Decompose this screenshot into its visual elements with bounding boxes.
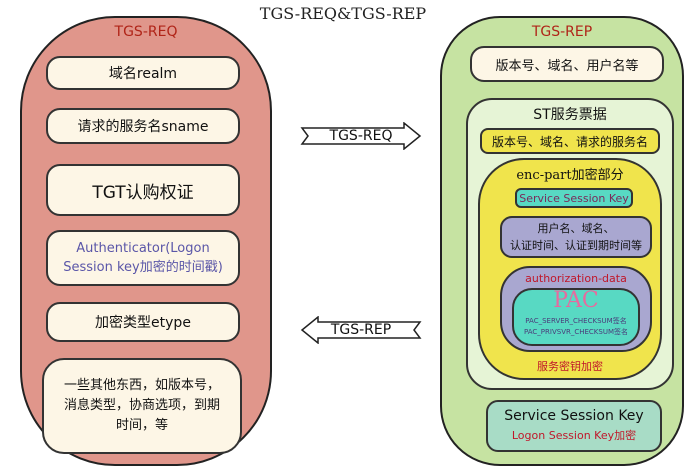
user-info-box: 用户名、域名、 认证时间、认证到期时间等: [500, 216, 652, 258]
realm-box: 域名realm: [46, 56, 240, 90]
etype-label: 加密类型etype: [95, 315, 191, 331]
left-arrow-icon: [300, 316, 422, 344]
right-arrow-icon: [300, 122, 422, 150]
version-realm-user-label: 版本号、域名、用户名等: [495, 58, 639, 74]
tgs-rep-arrow-label: TGS-REP: [330, 322, 392, 338]
st-plain-box: 版本号、域名、请求的服务名: [480, 128, 660, 154]
diagram-title: TGS-REQ&TGS-REP: [259, 4, 427, 23]
enc-part-footer: 服务密钥加密: [537, 360, 603, 373]
outer-service-session-key-subtitle: Logon Session Key加密: [511, 429, 637, 442]
pac-box: [512, 288, 640, 346]
etype-box: 加密类型etype: [46, 302, 240, 342]
pac-privsvr-checksum: PAC_PRIVSVR_CHECKSUM签名: [523, 328, 629, 336]
authenticator-line2: Session key加密的时间戳): [63, 260, 223, 275]
authorization-data-title: authorization-data: [525, 272, 627, 285]
service-session-key-box: Service Session Key: [515, 188, 633, 208]
tgt-label: TGT认购权证: [92, 182, 194, 203]
sname-label: 请求的服务名sname: [77, 119, 209, 135]
tgs-rep-header: TGS-REP: [531, 24, 593, 40]
tgt-box: TGT认购权证: [46, 164, 240, 216]
outer-service-session-key-title: Service Session Key: [504, 408, 644, 424]
service-session-key-label: Service Session Key: [519, 191, 629, 205]
authenticator-box: Authenticator(Logon Session key加密的时间戳): [46, 230, 240, 286]
version-realm-user-box: 版本号、域名、用户名等: [470, 46, 664, 82]
enc-part-title: enc-part加密部分: [516, 168, 624, 183]
tgs-req-arrow: TGS-REQ: [300, 122, 422, 150]
other-fields-box: 一些其他东西，如版本号， 消息类型，协商选项，到期 时间，等: [42, 358, 242, 454]
user-info-line2: 认证时间、认证到期时间等: [510, 239, 642, 252]
tgs-rep-arrow: TGS-REP: [300, 316, 422, 344]
tgs-req-header: TGS-REQ: [114, 24, 178, 40]
st-plain-label: 版本号、域名、请求的服务名: [491, 134, 648, 149]
pac-server-checksum: PAC_SERVER_CHECKSUM签名: [525, 317, 627, 325]
realm-label: 域名realm: [108, 66, 178, 82]
other-line3: 时间，等: [115, 418, 168, 433]
pac-title: PAC: [553, 288, 599, 313]
st-ticket-title: ST服务票据: [533, 107, 607, 123]
sname-box: 请求的服务名sname: [46, 108, 240, 144]
outer-service-session-key-box: Service Session Key Logon Session Key加密: [486, 400, 662, 452]
user-info-line1: 用户名、域名、: [537, 222, 615, 235]
tgs-req-arrow-label: TGS-REQ: [329, 128, 393, 144]
other-line1: 一些其他东西，如版本号，: [63, 378, 220, 393]
authenticator-line1: Authenticator(Logon: [76, 241, 210, 256]
other-line2: 消息类型，协商选项，到期: [63, 398, 220, 413]
